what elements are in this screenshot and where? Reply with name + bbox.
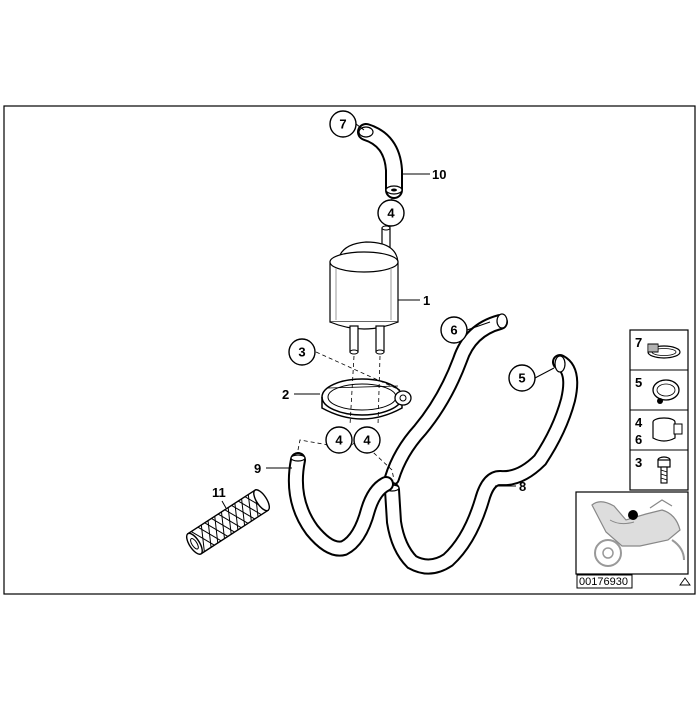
- label-9: 9: [254, 461, 292, 476]
- svg-text:8: 8: [519, 479, 526, 494]
- callout-4-left: 4: [325, 426, 353, 454]
- svg-text:7: 7: [635, 335, 642, 350]
- svg-text:7: 7: [339, 117, 346, 132]
- svg-text:4: 4: [635, 415, 643, 430]
- svg-text:2: 2: [282, 387, 289, 402]
- sleeve-11: [185, 489, 271, 555]
- key-panel: 7 5 4 6 3: [629, 329, 689, 491]
- svg-text:9: 9: [254, 461, 261, 476]
- label-11: 11: [212, 485, 227, 509]
- svg-text:3: 3: [298, 345, 305, 360]
- clip-clamp-icon: [652, 379, 680, 404]
- label-2: 2: [282, 387, 320, 402]
- hose-8: [384, 354, 579, 575]
- callout-4-right: 4: [353, 426, 381, 454]
- callout-7: 7: [329, 110, 365, 138]
- reference-code: 00176930: [579, 576, 628, 588]
- svg-text:11: 11: [212, 485, 226, 500]
- callout-3: 3: [288, 338, 316, 366]
- svg-text:4: 4: [363, 433, 371, 448]
- svg-text:6: 6: [635, 432, 642, 447]
- triangle-icon: [679, 577, 691, 586]
- svg-text:4: 4: [387, 206, 395, 221]
- motorcycle-location-icon: [591, 499, 685, 567]
- label-1: 1: [398, 293, 430, 308]
- svg-text:1: 1: [423, 293, 430, 308]
- hose-10: [357, 123, 403, 199]
- hose-6: [384, 313, 508, 486]
- svg-text:10: 10: [432, 167, 446, 182]
- fuel-filter-1: [329, 225, 399, 355]
- callout-6: 6: [440, 316, 491, 344]
- svg-text:3: 3: [635, 455, 642, 470]
- svg-text:6: 6: [450, 323, 457, 338]
- callout-4-top: 4: [377, 199, 405, 227]
- spring-clamp-icon: [652, 417, 683, 442]
- svg-text:5: 5: [635, 375, 642, 390]
- hose-clamp-icon: [647, 343, 681, 359]
- svg-text:4: 4: [335, 433, 343, 448]
- clamp-bracket-2: [321, 378, 412, 420]
- callout-5: 5: [508, 364, 555, 392]
- diagram-frame: [3, 105, 696, 595]
- svg-text:5: 5: [518, 371, 525, 386]
- screw-icon: [657, 456, 671, 484]
- hose-9: [287, 452, 394, 557]
- label-8: 8: [495, 479, 526, 494]
- motorcycle-location-thumbnail: 00176930: [575, 491, 689, 589]
- label-10: 10: [402, 167, 446, 182]
